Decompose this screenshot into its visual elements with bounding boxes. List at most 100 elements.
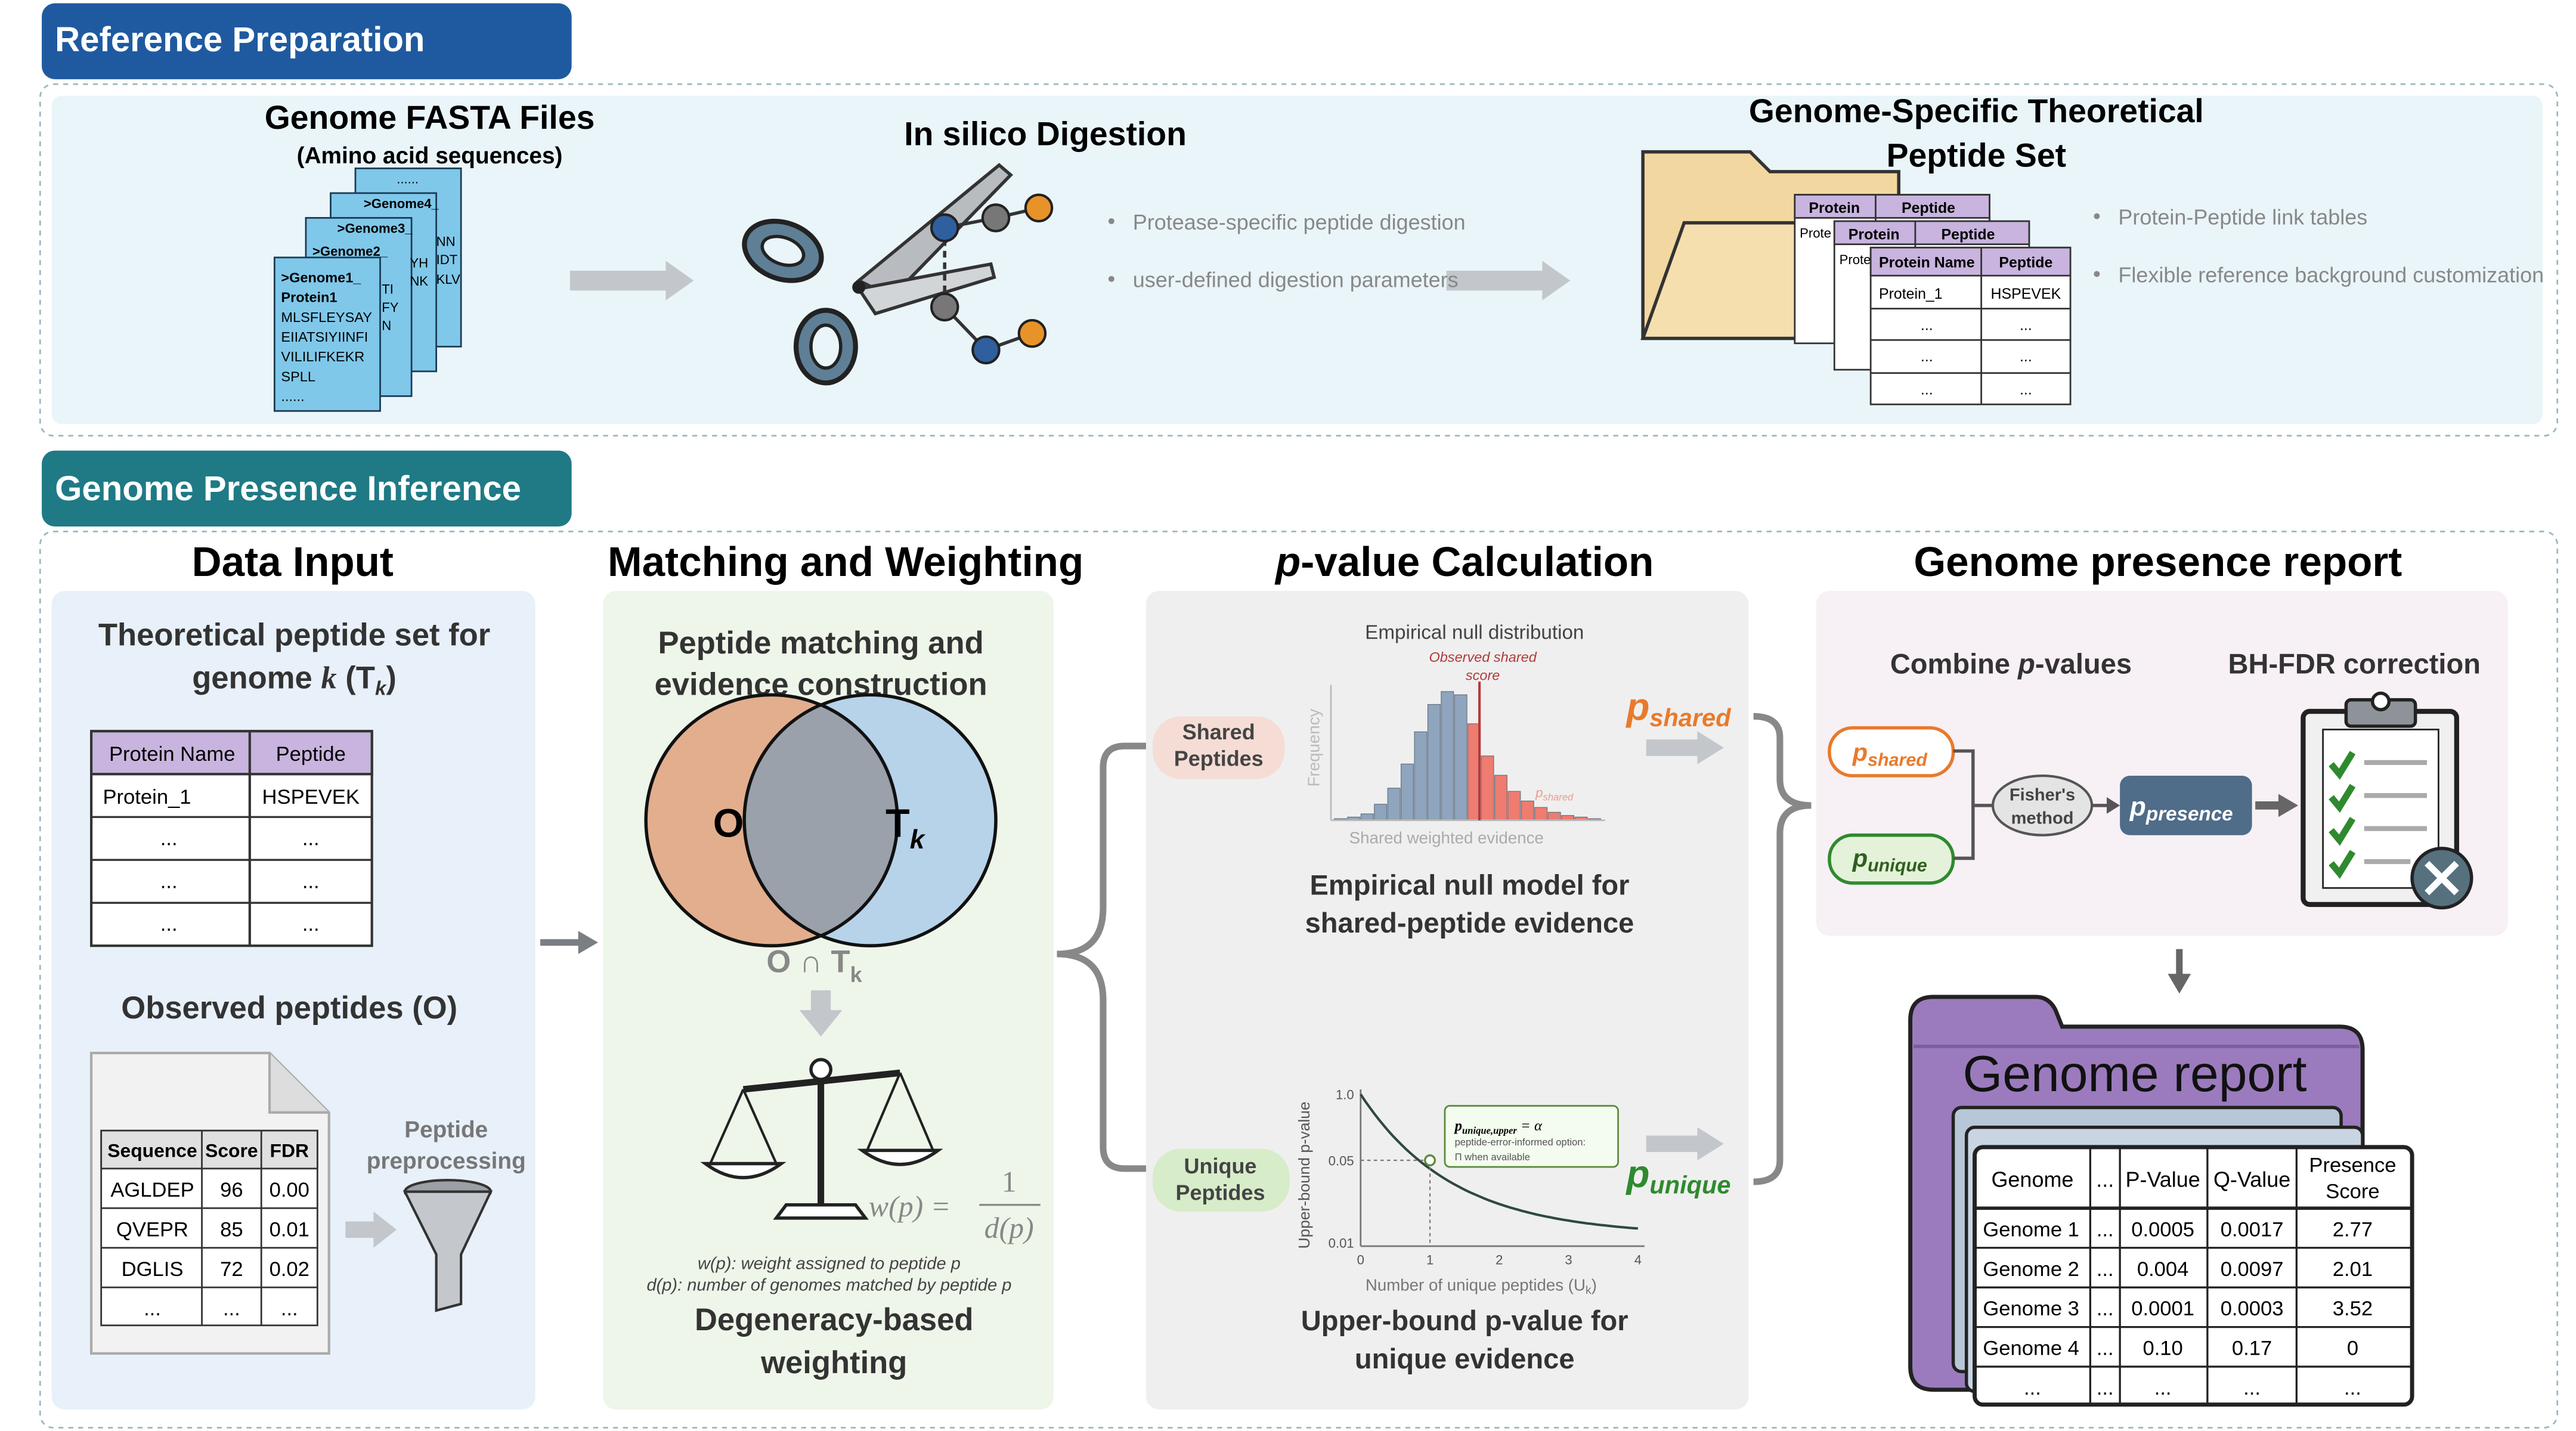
link-col: Protein: [1849, 226, 1900, 243]
data-input-header: Data Input: [192, 538, 394, 585]
table-cell: ...: [302, 827, 320, 850]
ub-caption-2: unique evidence: [1355, 1343, 1575, 1374]
shared-peptides-pill: [1153, 716, 1285, 779]
report-cell: 2.01: [2333, 1258, 2373, 1281]
arrow-icon: [1542, 261, 1571, 301]
reference-header-badge: [42, 3, 572, 79]
report-cell: 0.0003: [2221, 1297, 2284, 1320]
fasta-fragment: YH: [410, 255, 428, 270]
fasta-line: MLSFLEYSAY: [281, 309, 372, 325]
report-cell: ...: [2243, 1377, 2261, 1399]
digestion: In silico Digestion Protease-specific pe…: [742, 116, 1466, 386]
report-col: Genome: [1991, 1167, 2073, 1191]
report-cell: Genome 2: [1983, 1258, 2079, 1281]
pvalue-panel: Shared Peptides Unique Peptides Empirica…: [1145, 591, 1749, 1410]
ub-xlabel: Number of unique peptides (Uk): [1366, 1276, 1597, 1297]
theoretical-bullet-2: Flexible reference background customizat…: [2118, 262, 2544, 287]
ub-xtick: 0: [1357, 1252, 1364, 1267]
ub-formula: punique,upper = α: [1454, 1118, 1543, 1136]
report-panel: Combine p-values BH-FDR correction pshar…: [1816, 591, 2508, 936]
link-cell: ...: [1921, 348, 1933, 365]
fasta-line: VILILIFKEKR: [281, 349, 364, 364]
p-presence-node: [2120, 776, 2252, 835]
fasta-fragment: TI: [382, 282, 394, 297]
fasta-subtitle: (Amino acid sequences): [297, 143, 563, 169]
hist-title: Empirical null distribution: [1365, 621, 1584, 643]
fasta-fragment: KLV: [436, 272, 460, 287]
table-cell: ...: [160, 870, 178, 893]
merge-bracket: [1753, 713, 1812, 1185]
report-cell: 2.77: [2333, 1218, 2373, 1241]
hist-bar: [1481, 755, 1494, 821]
pvalue-header: p-value Calculation: [1274, 538, 1654, 585]
split-bracket: [1057, 742, 1148, 1172]
p-unique-pill-label: punique: [1852, 844, 1927, 875]
link-col: Protein Name: [1879, 254, 1975, 271]
ub-ylabel: Upper-bound p-value: [1295, 1101, 1313, 1249]
weight-formula-den: d(p): [984, 1212, 1034, 1244]
th-peptide: Peptide: [276, 743, 346, 766]
report-grid: [1974, 1147, 2413, 1405]
report-cell: Genome 1: [1983, 1218, 2079, 1241]
fasta-card-label: >Genome3_: [338, 221, 413, 236]
th-protein-name: Protein Name: [109, 743, 236, 766]
ub-xtick: 3: [1565, 1252, 1572, 1267]
report-cell: 0.17: [2232, 1337, 2272, 1360]
fasta-fragment: NN: [436, 234, 456, 249]
fasta-card-label: >Genome2_: [312, 244, 388, 259]
bh-label: BH-FDR correction: [2228, 648, 2481, 679]
ub-xtick: 4: [1634, 1252, 1642, 1267]
data-input-panel: Theoretical peptide set for genome k (Tk…: [51, 591, 535, 1410]
report-col: ...: [2096, 1167, 2114, 1191]
peptide-chain-icon: [930, 193, 1054, 365]
histogram-chart: Empirical null distribution Observed sha…: [1305, 621, 1605, 847]
hist-bar: [1454, 694, 1467, 821]
venn-o: O: [713, 801, 744, 845]
arrow-icon: [665, 261, 694, 301]
arrow-icon: [1697, 731, 1724, 764]
matching-title: Peptide matching and: [658, 625, 983, 661]
p-shared-output: pshared: [1625, 686, 1732, 732]
empirical-caption: Empirical null model for: [1310, 869, 1630, 900]
hist-bar: [1360, 813, 1374, 821]
table-cell: ...: [160, 827, 178, 850]
observed-label: Observed shared: [1429, 649, 1537, 665]
link-cell: ...: [2020, 317, 2032, 334]
report-cell: 0.0097: [2221, 1258, 2284, 1281]
report-cell: 0.0001: [2131, 1297, 2194, 1320]
report-folder-title: Genome report: [1963, 1045, 2307, 1102]
arrow-icon: [1697, 1127, 1724, 1161]
p-shared-small: pshared: [1535, 785, 1574, 803]
hist-bar: [1401, 763, 1414, 821]
data-input-title-2: genome k (Tk): [192, 660, 397, 699]
hist-bar: [1507, 791, 1521, 821]
hist-bar: [1441, 691, 1454, 821]
link-cell: HSPEVEK: [1991, 286, 2061, 302]
matching-panel: Peptide matching and evidence constructi…: [603, 591, 1054, 1410]
shared-label: Shared: [1182, 720, 1255, 744]
report-cell: ...: [2154, 1377, 2172, 1399]
report-cell: Genome 4: [1983, 1337, 2079, 1360]
report-col: P-Value: [2125, 1167, 2200, 1191]
unique-label-2: Peptides: [1176, 1180, 1265, 1204]
funnel-icon: [402, 1179, 493, 1312]
report-col: Q-Value: [2213, 1167, 2290, 1191]
balance-scale-icon: [700, 1058, 943, 1220]
theoretical-peptide-set: Genome-Specific Theoretical Peptide Set …: [1640, 92, 2544, 405]
preprocess-label: Peptide: [404, 1117, 488, 1142]
fasta-line: ......: [281, 389, 304, 404]
ub-formula-note-2: Π when available: [1455, 1151, 1530, 1163]
table-cell: ...: [302, 913, 320, 936]
obs-cell: ...: [281, 1297, 298, 1320]
table-cell: Protein_1: [103, 786, 191, 809]
hist-bar: [1387, 788, 1401, 821]
fasta-line: >Genome1_: [281, 270, 361, 285]
link-cell: Protein_1: [1879, 286, 1943, 302]
obs-cell: AGLDEP: [110, 1179, 194, 1201]
ub-ytick: 0.01: [1329, 1236, 1354, 1251]
report-cell: ...: [2097, 1297, 2114, 1320]
link-col: Peptide: [1902, 200, 1955, 216]
report-cell: 0.0005: [2131, 1218, 2194, 1241]
link-fragment: Prote: [1840, 252, 1871, 267]
report-cell: 0.0017: [2221, 1218, 2284, 1241]
